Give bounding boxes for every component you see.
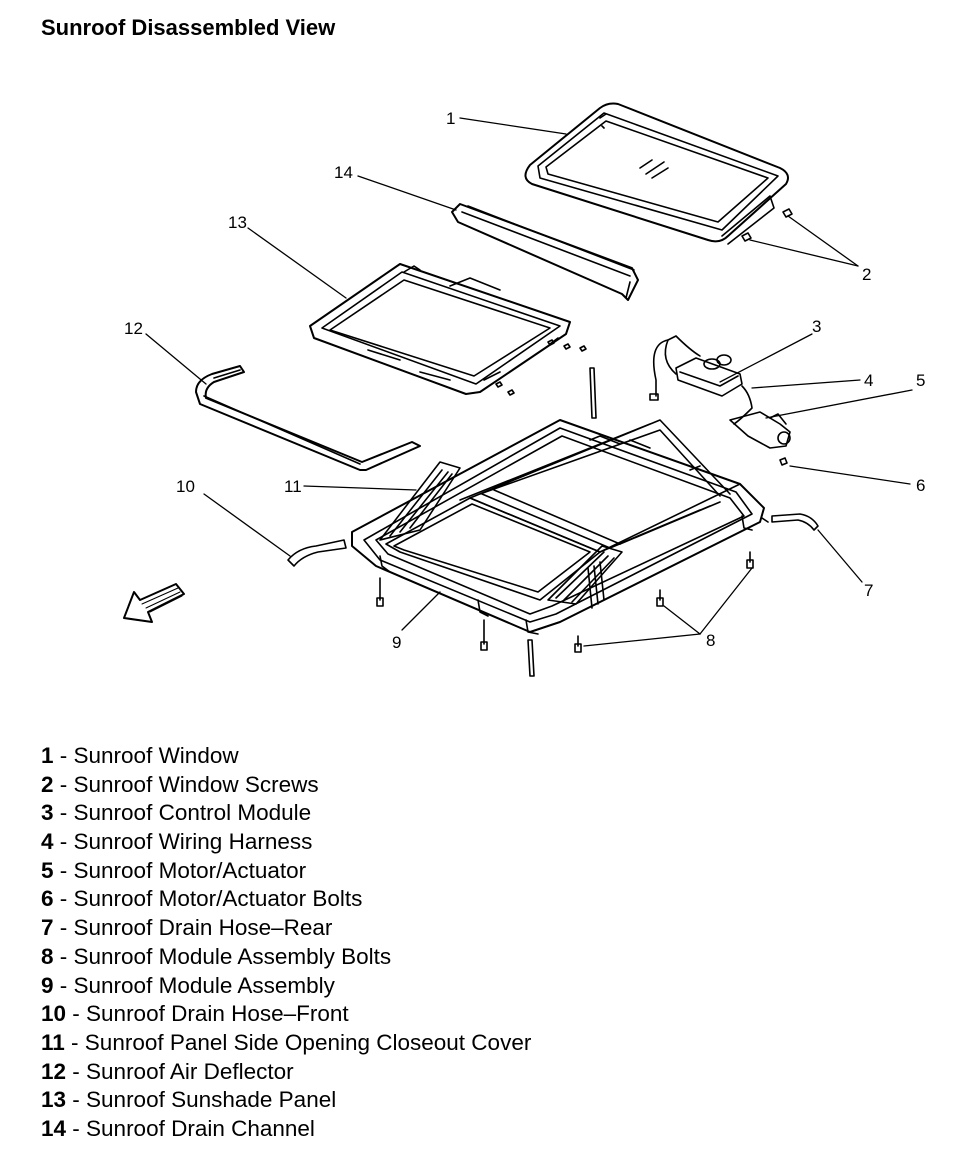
exploded-view-diagram: 1 2 3 4 5 6 7 8 9 10 11 12 13 14 <box>0 60 925 720</box>
parts-legend: 1 - Sunroof Window 2 - Sunroof Window Sc… <box>41 742 531 1144</box>
leader-lines <box>146 118 912 646</box>
legend-item: 14 - Sunroof Drain Channel <box>41 1115 315 1141</box>
callout-8: 8 <box>706 631 715 650</box>
drain-tubes <box>528 368 596 676</box>
legend-item: 5 - Sunroof Motor/Actuator <box>41 857 307 883</box>
callout-3: 3 <box>812 317 821 336</box>
drain-hose-rear <box>772 514 818 530</box>
legend-item: 3 - Sunroof Control Module <box>41 800 312 826</box>
callout-1: 1 <box>446 109 455 128</box>
legend-item: 1 - Sunroof Window <box>41 743 239 768</box>
legend-item: 12 - Sunroof Air Deflector <box>41 1058 294 1084</box>
legend-item: 9 - Sunroof Module Assembly <box>41 972 335 998</box>
callout-9: 9 <box>392 633 401 652</box>
air-deflector <box>196 366 420 470</box>
legend-item: 10 - Sunroof Drain Hose–Front <box>41 1001 349 1027</box>
callout-13: 13 <box>228 213 247 232</box>
diagram-title: Sunroof Disassembled View <box>41 15 336 40</box>
control-module-harness <box>650 336 790 465</box>
module-assembly <box>352 264 768 634</box>
window-screws <box>742 209 792 241</box>
callout-2: 2 <box>862 265 871 284</box>
callout-4: 4 <box>864 371 873 390</box>
sunshade-panel <box>310 264 586 395</box>
legend-item: 13 - Sunroof Sunshade Panel <box>41 1087 337 1113</box>
legend-item: 7 - Sunroof Drain Hose–Rear <box>41 915 333 941</box>
drain-channel <box>452 204 638 300</box>
legend-item: 11 - Sunroof Panel Side Opening Closeout… <box>41 1029 532 1055</box>
callout-10: 10 <box>176 477 195 496</box>
closeout-covers <box>380 462 622 604</box>
callout-5: 5 <box>916 371 925 390</box>
module-bolts <box>377 552 753 652</box>
forward-arrow-icon <box>124 584 184 622</box>
callout-14: 14 <box>334 163 353 182</box>
callout-6: 6 <box>916 476 925 495</box>
callout-7: 7 <box>864 581 873 600</box>
legend-item: 6 - Sunroof Motor/Actuator Bolts <box>41 886 363 912</box>
drain-hose-front <box>288 540 346 566</box>
callout-12: 12 <box>124 319 143 338</box>
legend-item: 8 - Sunroof Module Assembly Bolts <box>41 943 392 969</box>
legend-item: 2 - Sunroof Window Screws <box>41 771 319 797</box>
callout-numbers: 1 2 3 4 5 6 7 8 9 10 11 12 13 14 <box>124 109 925 652</box>
legend-item: 4 - Sunroof Wiring Harness <box>41 829 313 855</box>
sunroof-window <box>525 104 788 245</box>
callout-11: 11 <box>284 477 302 496</box>
